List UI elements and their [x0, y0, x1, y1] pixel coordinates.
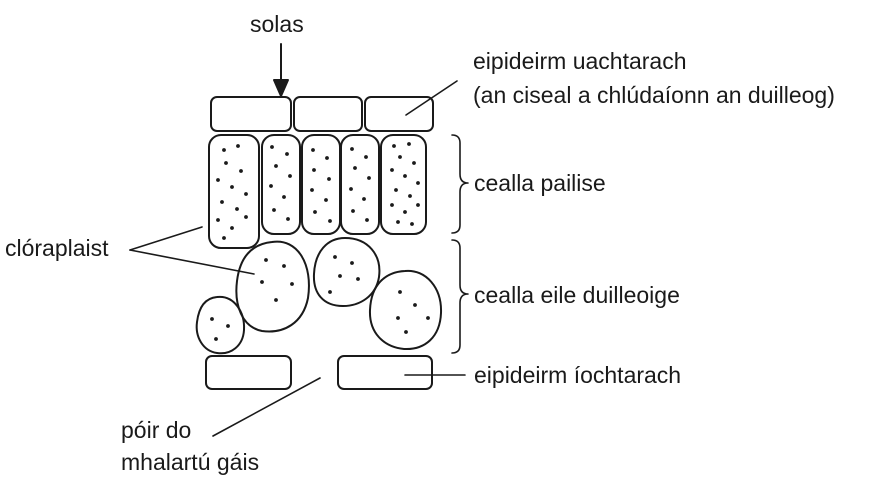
other-leaf-cells-label: cealla eile duilleoige [474, 280, 680, 310]
bracket-other-cells [452, 240, 468, 353]
upper-epidermis-description: (an ciseal a chlúdaíonn an duilleog) [473, 80, 835, 110]
leaf-cell [370, 271, 441, 349]
light-arrow [274, 44, 288, 96]
stoma-label-line1: póir do [121, 415, 191, 445]
palisade-cell [209, 135, 259, 248]
leaf-cell [314, 238, 379, 306]
upper-epidermis-label: eipideirm uachtarach [473, 46, 687, 76]
palisade-cells-label: cealla pailise [474, 168, 606, 198]
leaf-cell [197, 297, 244, 353]
stoma-label-line2: mhalartú gáis [121, 447, 259, 477]
lower-epidermis-cells [206, 356, 432, 389]
palisade-cell [381, 135, 426, 234]
lower-epidermis-label: eipideirm íochtarach [474, 360, 681, 390]
chloroplast-dots [210, 142, 430, 341]
bracket-palisade [452, 135, 468, 233]
palisade-cell [341, 135, 379, 234]
palisade-cells [209, 135, 426, 248]
chloroplast-label: clóraplaist [5, 233, 109, 263]
leaf-cell [236, 242, 309, 332]
palisade-cell [262, 135, 300, 234]
upper-epidermis-cells [211, 97, 433, 131]
other-leaf-cells [197, 238, 441, 353]
palisade-cell [302, 135, 340, 234]
light-label: solas [250, 9, 304, 39]
